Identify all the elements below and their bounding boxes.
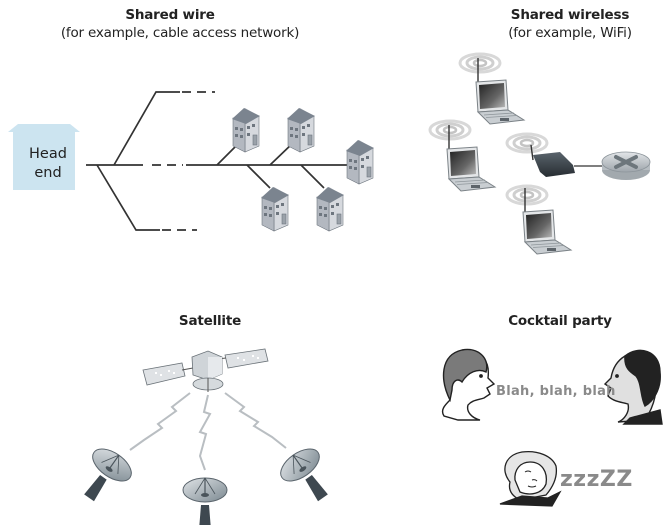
zigzag-center (198, 394, 212, 471)
head-end-line-2: end (34, 165, 62, 181)
shared-wireless-title: Shared wireless (510, 7, 630, 23)
satellite-dish-icon (70, 441, 138, 511)
wifi-waves-icon (458, 52, 502, 74)
wifi-waves-icon (428, 119, 472, 141)
shared-wire-subtitle: (for example, cable access network) (60, 25, 300, 41)
cocktail-party-title: Cocktail party (508, 313, 612, 329)
drop-house-4 (300, 164, 325, 189)
head-end-box (8, 124, 80, 190)
sleeping-person-icon (499, 450, 562, 507)
head-end-line-1: Head (29, 146, 67, 162)
upper-branch (113, 91, 180, 166)
wifi-waves-icon (505, 132, 549, 154)
drop-house-3 (246, 164, 271, 189)
head-end (8, 124, 80, 190)
satellite-dish-icon (274, 441, 342, 511)
sleep-text: zzzZZ (560, 467, 633, 492)
radio-link-zigzags (129, 392, 287, 471)
person-left-icon (441, 348, 496, 421)
wifi-waves-icon (505, 184, 549, 206)
speech-text: Blah, blah, blah (496, 384, 616, 399)
zigzag-right (224, 392, 287, 449)
house-icon (345, 139, 375, 185)
cable-wires (86, 91, 348, 231)
shared-wire-title: Shared wire (125, 7, 215, 23)
shared-wireless-subtitle: (for example, WiFi) (508, 25, 632, 41)
satellite-dish-icon (182, 477, 228, 525)
house-icon (315, 186, 345, 232)
zigzag-left (129, 392, 191, 451)
router-icon (601, 151, 651, 180)
access-point-icon (530, 144, 575, 177)
house-icon (286, 107, 316, 153)
person-right-icon (603, 349, 663, 425)
satellite-title: Satellite (178, 313, 242, 329)
lower-branch (96, 164, 160, 231)
house-icon (260, 186, 290, 232)
head-end-label: Head end (10, 145, 86, 183)
house-icon (231, 107, 261, 153)
satellite-icon (142, 348, 269, 392)
